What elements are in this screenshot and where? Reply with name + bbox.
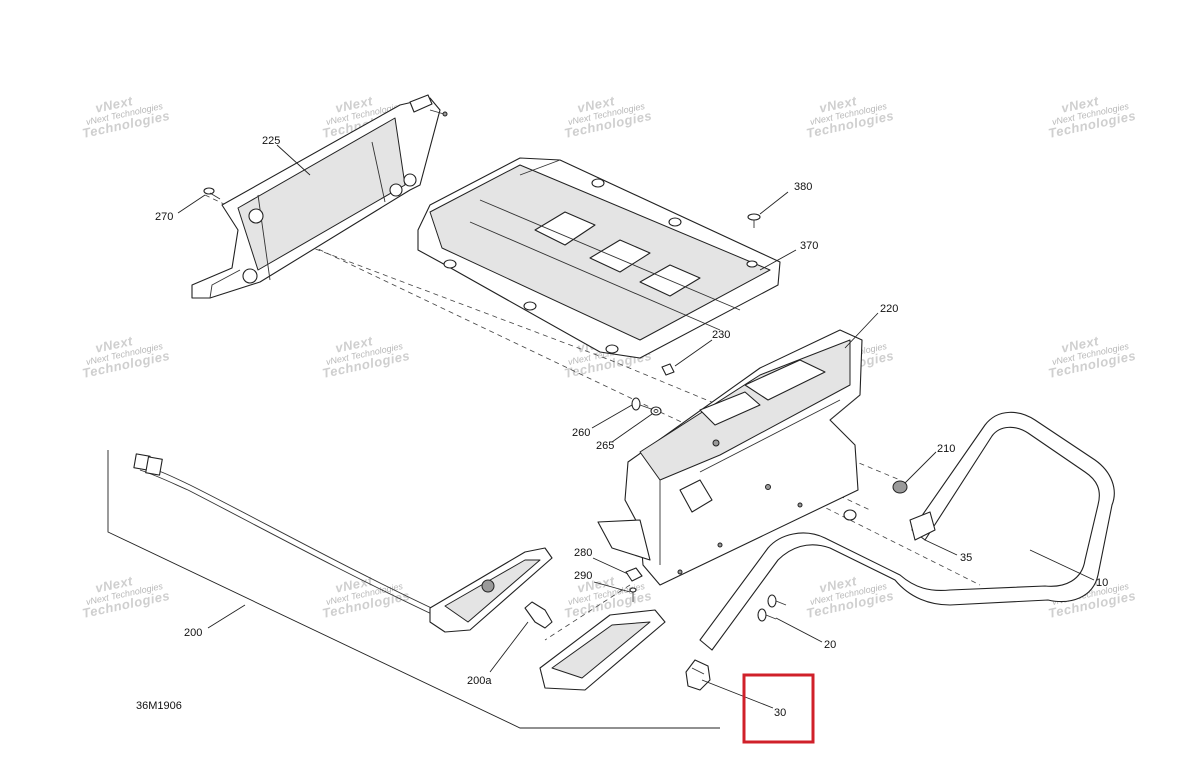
callout-380: 380 [794, 181, 812, 193]
callout-210: 210 [937, 443, 955, 455]
part-370-cover[interactable] [417, 157, 781, 359]
callout-labels: 225 270 380 370 220 230 260 265 210 35 1… [136, 135, 1108, 719]
callout-260: 260 [572, 427, 590, 439]
highlight-box-30[interactable] [742, 673, 815, 744]
callout-290: 290 [574, 570, 592, 582]
part-200a-bulb[interactable] [524, 601, 553, 629]
part-10-rear-bar[interactable] [699, 411, 1115, 651]
diagram-code: 36M1906 [136, 700, 182, 712]
callout-265: 265 [596, 440, 614, 452]
part-380-screw[interactable] [747, 213, 761, 228]
part-30-end-cap[interactable] [685, 659, 711, 691]
part-210-grommet[interactable] [843, 480, 908, 521]
part-225-bracket[interactable] [191, 94, 448, 299]
part-270-screw[interactable] [203, 187, 221, 200]
callout-370: 370 [800, 240, 818, 252]
callout-200a: 200a [467, 675, 492, 687]
callout-35: 35 [960, 552, 972, 564]
part-260-bolt[interactable] [631, 397, 655, 411]
part-230-clip[interactable] [661, 363, 675, 376]
assembly-bracket-line [107, 450, 720, 729]
callout-200: 200 [184, 627, 202, 639]
part-200-tail-light[interactable] [133, 453, 553, 633]
callout-270: 270 [155, 211, 173, 223]
part-280-clip-nut[interactable] [625, 567, 643, 582]
callout-280: 280 [574, 547, 592, 559]
part-20-screws[interactable] [757, 594, 787, 622]
callout-30: 30 [774, 707, 786, 719]
callout-230: 230 [712, 329, 730, 341]
callout-225: 225 [262, 135, 280, 147]
part-220-housing[interactable] [597, 329, 863, 586]
leader-lines [177, 144, 1095, 709]
tail-light-lens[interactable] [539, 609, 666, 691]
callout-220: 220 [880, 303, 898, 315]
callout-20: 20 [824, 639, 836, 651]
callout-10: 10 [1096, 577, 1108, 589]
part-290-screw[interactable] [629, 587, 637, 602]
part-265-washer[interactable] [650, 406, 662, 416]
